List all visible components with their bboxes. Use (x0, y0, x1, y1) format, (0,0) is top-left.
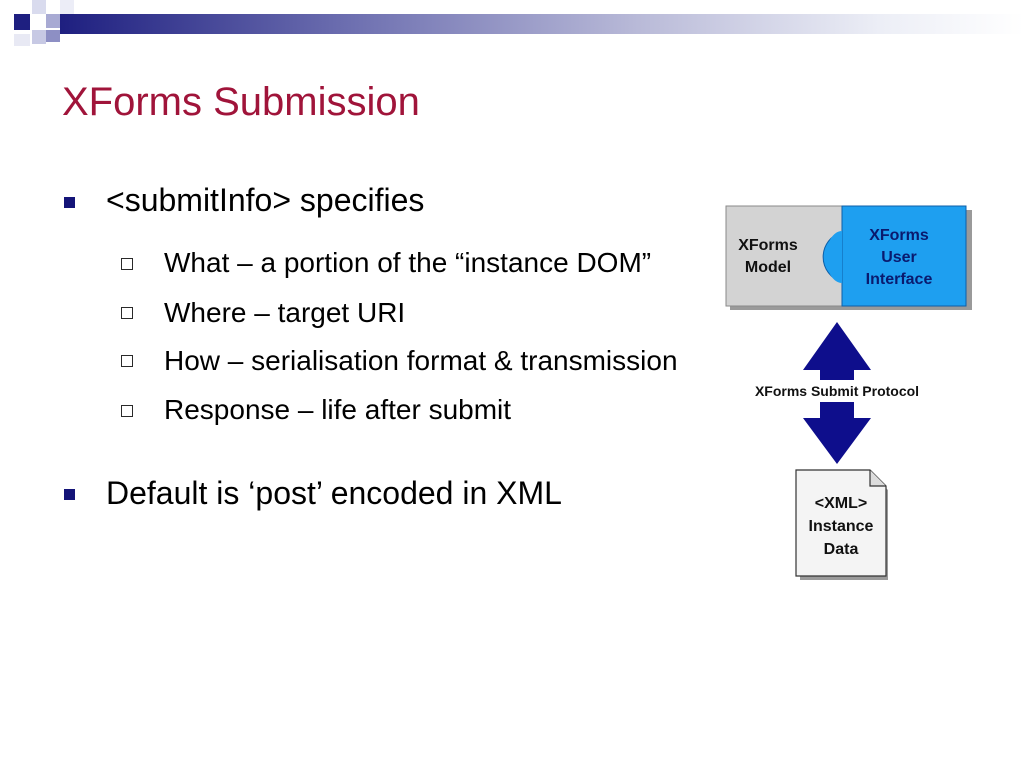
slide-title: XForms Submission (62, 80, 420, 124)
decor-square (60, 0, 74, 14)
document-icon (795, 469, 887, 577)
arrow-down-icon (803, 410, 871, 464)
xforms-diagram: XForms Model XForms User Interface XForm… (716, 200, 976, 590)
bullet-text: Default is ‘post’ encoded in XML (106, 475, 562, 511)
sub-bullet-marker (121, 355, 133, 367)
sub-bullet-text: Where – target URI (164, 297, 406, 328)
decor-square (46, 14, 60, 28)
decor-square (14, 34, 30, 46)
doc-label-line: Instance (809, 518, 874, 535)
ui-plug-fill (826, 231, 842, 283)
decor-square (46, 30, 60, 42)
sub-bullet-marker (121, 307, 133, 319)
sub-bullet-marker (121, 258, 133, 270)
sub-bullet-text: What – a portion of the “instance DOM” (164, 247, 652, 278)
slide-body: <submitInfo> specifies What – a portion … (64, 182, 678, 511)
doc-label-line: Data (824, 541, 859, 558)
model-label-line: Model (745, 259, 791, 276)
ui-label-line: User (881, 249, 917, 266)
sub-bullet-marker (121, 405, 133, 417)
doc-fold (869, 470, 886, 487)
bullet-marker (64, 489, 75, 500)
decor-square (14, 14, 30, 30)
ui-label-line: XForms (869, 227, 929, 244)
decor-square (32, 30, 46, 44)
sub-bullet-text: How – serialisation format & transmissio… (164, 345, 678, 376)
diagram-svg: XForms Model XForms User Interface XForm… (725, 205, 972, 580)
decor-square (32, 0, 46, 14)
bullet-marker (64, 197, 75, 208)
sub-bullet-text: Response – life after submit (164, 394, 512, 425)
doc-label-line: <XML> (815, 495, 867, 512)
bullet-text: <submitInfo> specifies (106, 182, 425, 218)
model-label-line: XForms (738, 237, 798, 254)
protocol-label-bg (736, 380, 964, 402)
arrow-up-icon (803, 322, 871, 376)
protocol-label: XForms Submit Protocol (755, 383, 919, 399)
decor-top-bar (60, 14, 1024, 34)
ui-label-line: Interface (866, 271, 933, 288)
ui-box (841, 205, 967, 307)
